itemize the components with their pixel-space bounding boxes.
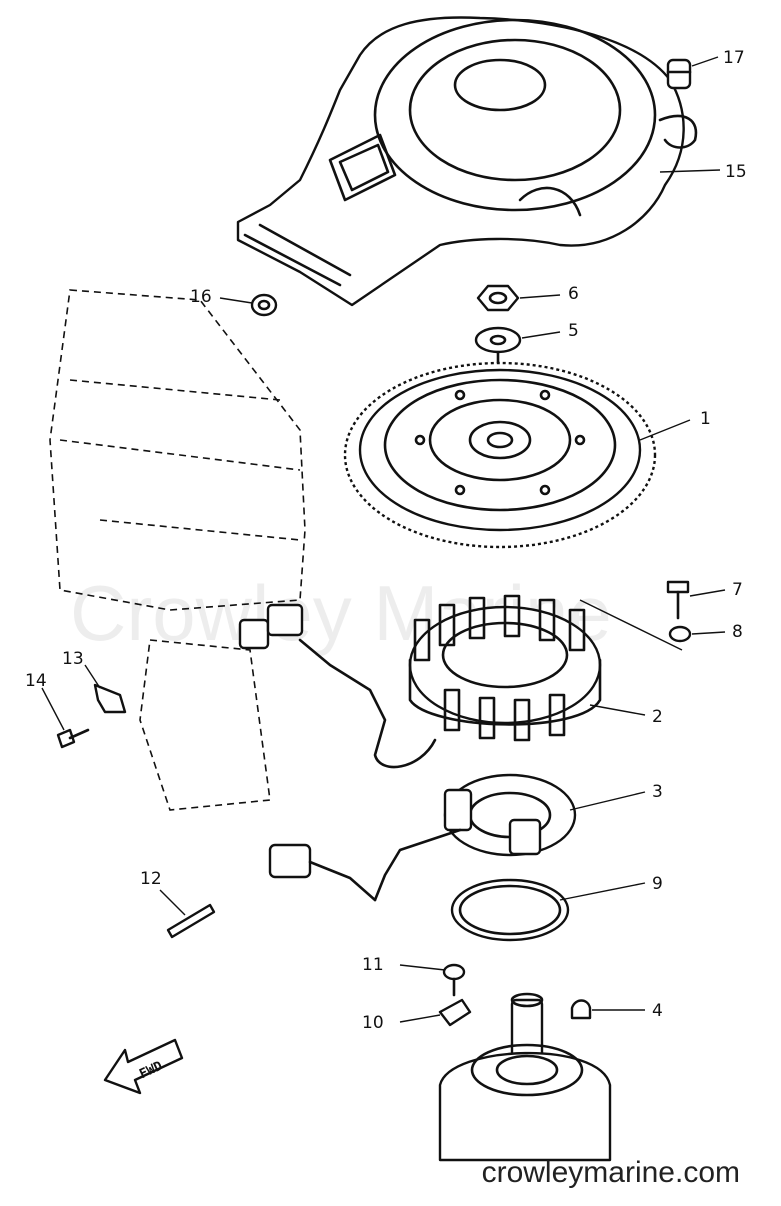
- callout-10: 10: [362, 1013, 384, 1033]
- callout-5: 5: [568, 321, 579, 341]
- callout-2: 2: [652, 707, 663, 727]
- callout-1: 1: [700, 409, 711, 429]
- stator-wiring-harness: [238, 603, 437, 769]
- part-10-clamp: [438, 998, 472, 1027]
- callout-leaders: [41, 56, 726, 1023]
- callout-8: 8: [732, 622, 743, 642]
- part-11-screw: [442, 963, 466, 997]
- callout-11: 11: [362, 955, 384, 975]
- callout-12: 12: [140, 869, 162, 889]
- callout-15: 15: [725, 162, 747, 182]
- callout-16: 16: [190, 287, 212, 307]
- part-6-flywheel-nut: [476, 284, 520, 312]
- part-7-bolt: [666, 580, 690, 620]
- part-16-nut: [250, 293, 278, 317]
- callout-14: 14: [25, 671, 47, 691]
- part-2-stator: [408, 594, 602, 742]
- callout-13: 13: [62, 649, 84, 669]
- forward-direction-arrow: FWD: [103, 1038, 184, 1095]
- part-3-pulser-coil: [268, 773, 577, 902]
- engine-block-outline: [49, 289, 306, 811]
- callout-4: 4: [652, 1001, 663, 1021]
- part-17-grommet: [666, 58, 692, 90]
- part-12-pin: [166, 903, 216, 939]
- part-14-screw: [56, 728, 90, 749]
- callout-7: 7: [732, 580, 743, 600]
- bolt-leader-line: [579, 599, 683, 651]
- crankshaft-base: [438, 992, 612, 1162]
- part-8-washer: [668, 625, 692, 643]
- callout-17: 17: [723, 48, 745, 68]
- callout-3: 3: [652, 782, 663, 802]
- part-1-flywheel: [343, 361, 657, 549]
- callout-6: 6: [568, 284, 579, 304]
- callout-9: 9: [652, 874, 663, 894]
- site-footer-text: crowleymarine.com: [482, 1156, 740, 1189]
- part-9-o-ring: [450, 878, 570, 942]
- callout-numbers: 1 2 3 4 5 6 7 8 9 10 11 12 13 14 15 16 1…: [25, 48, 747, 1033]
- part-15-flywheel-cover: [236, 16, 698, 307]
- part-5-washer: [474, 326, 522, 354]
- part-4-woodruff-key: [570, 999, 592, 1020]
- part-13-clamp: [93, 683, 127, 714]
